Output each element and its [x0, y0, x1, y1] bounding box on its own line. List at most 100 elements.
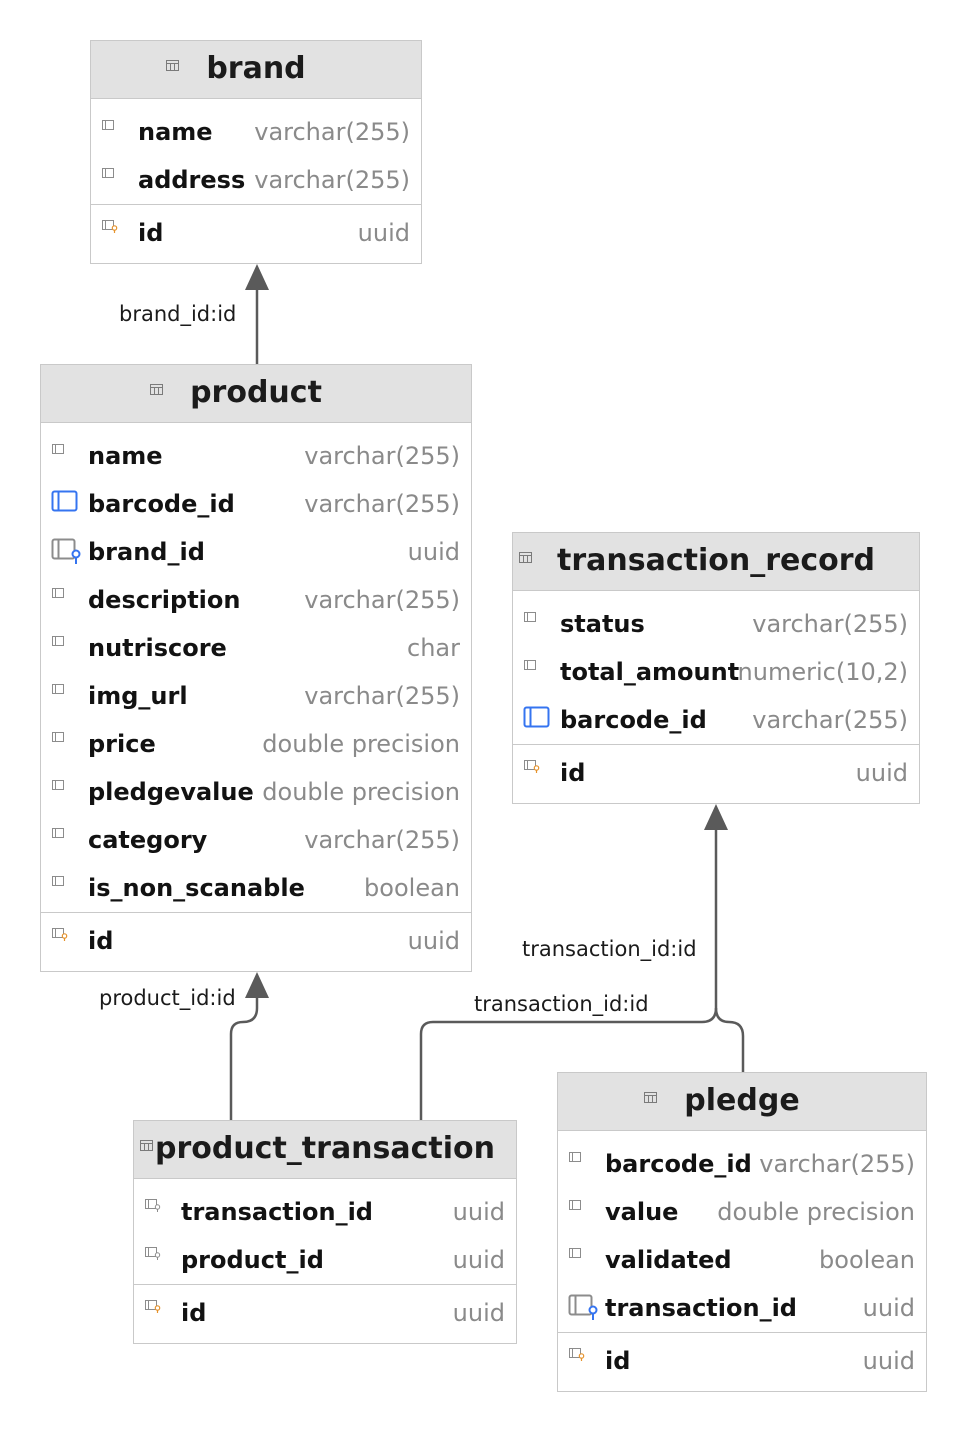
table-icon — [140, 1136, 153, 1151]
arrowhead-brand — [245, 264, 269, 290]
column-type: uuid — [452, 1299, 505, 1327]
column-type: varchar(255) — [304, 490, 460, 518]
column-name: category — [88, 826, 208, 854]
pk-separator — [41, 912, 471, 913]
column-name: total_amount — [560, 658, 740, 686]
column-icon — [101, 117, 117, 137]
table-icon — [519, 548, 532, 563]
column-row[interactable]: is_non_scanable boolean — [41, 864, 471, 912]
column-icon — [51, 441, 67, 461]
table-header[interactable]: product_transaction — [134, 1121, 516, 1179]
table-title: brand — [206, 51, 306, 86]
column-type: uuid — [407, 538, 460, 566]
unique-index-icon — [51, 489, 79, 517]
column-icon — [51, 633, 67, 653]
column-name: status — [560, 610, 645, 638]
column-icon — [51, 585, 67, 605]
column-type: boolean — [364, 874, 460, 902]
column-type: varchar(255) — [254, 166, 410, 194]
primary-key-icon — [523, 758, 541, 778]
column-type: varchar(255) — [304, 826, 460, 854]
table-header[interactable]: product — [41, 365, 471, 423]
column-type: varchar(255) — [304, 586, 460, 614]
table-icon — [166, 56, 180, 71]
edge-label-product-id: product_id:id — [99, 986, 236, 1010]
column-name: price — [88, 730, 156, 758]
column-type: uuid — [407, 927, 460, 955]
column-type: uuid — [357, 219, 410, 247]
pk-row[interactable]: id uuid — [134, 1289, 516, 1337]
column-name: nutriscore — [88, 634, 227, 662]
column-type: boolean — [819, 1246, 915, 1274]
column-type: uuid — [862, 1294, 915, 1322]
edge-pledge-to-transaction-record — [714, 1007, 745, 1072]
foreign-key-icon — [51, 537, 83, 569]
column-name: id — [181, 1299, 207, 1327]
column-type: uuid — [452, 1246, 505, 1274]
column-icon — [568, 1197, 584, 1217]
column-name: value — [605, 1198, 679, 1226]
column-name: img_url — [88, 682, 188, 710]
column-row[interactable]: category varchar(255) — [41, 816, 471, 864]
column-type: double precision — [717, 1198, 915, 1226]
column-name: pledgevalue — [88, 778, 254, 806]
column-name: id — [88, 927, 114, 955]
primary-key-icon — [101, 218, 119, 238]
column-name: transaction_id — [181, 1198, 373, 1226]
pk-separator — [558, 1332, 926, 1333]
column-icon — [51, 873, 67, 893]
column-icon — [51, 825, 67, 845]
table-header[interactable]: brand — [91, 41, 421, 99]
table-title: product — [190, 375, 322, 410]
foreign-key-icon — [568, 1293, 600, 1325]
column-type: uuid — [452, 1198, 505, 1226]
column-type: double precision — [262, 730, 460, 758]
edge-label-brand-id: brand_id:id — [119, 302, 237, 326]
column-row[interactable]: price double precision — [41, 720, 471, 768]
column-row[interactable]: value double precision — [558, 1188, 926, 1236]
column-icon — [568, 1149, 584, 1169]
key-column-icon — [144, 1197, 162, 1217]
table-icon — [150, 380, 164, 395]
unique-index-icon — [523, 705, 551, 733]
column-name: product_id — [181, 1246, 324, 1274]
table-header[interactable]: transaction_record — [513, 533, 919, 591]
column-icon — [51, 729, 67, 749]
column-row[interactable]: transaction_id uuid — [134, 1188, 516, 1236]
column-name: validated — [605, 1246, 732, 1274]
column-type: varchar(255) — [752, 706, 908, 734]
column-row[interactable]: product_id uuid — [134, 1236, 516, 1284]
primary-key-icon — [144, 1298, 162, 1318]
pk-row[interactable]: id uuid — [41, 917, 471, 965]
table-header[interactable]: pledge — [558, 1073, 926, 1131]
column-row[interactable]: validated boolean — [558, 1236, 926, 1284]
column-name: is_non_scanable — [88, 874, 305, 902]
column-icon — [101, 165, 117, 185]
table-icon — [644, 1088, 658, 1103]
edge-product-transaction-to-product — [229, 994, 259, 1120]
edge-label-transaction-id-pledge: transaction_id:id — [522, 937, 697, 961]
